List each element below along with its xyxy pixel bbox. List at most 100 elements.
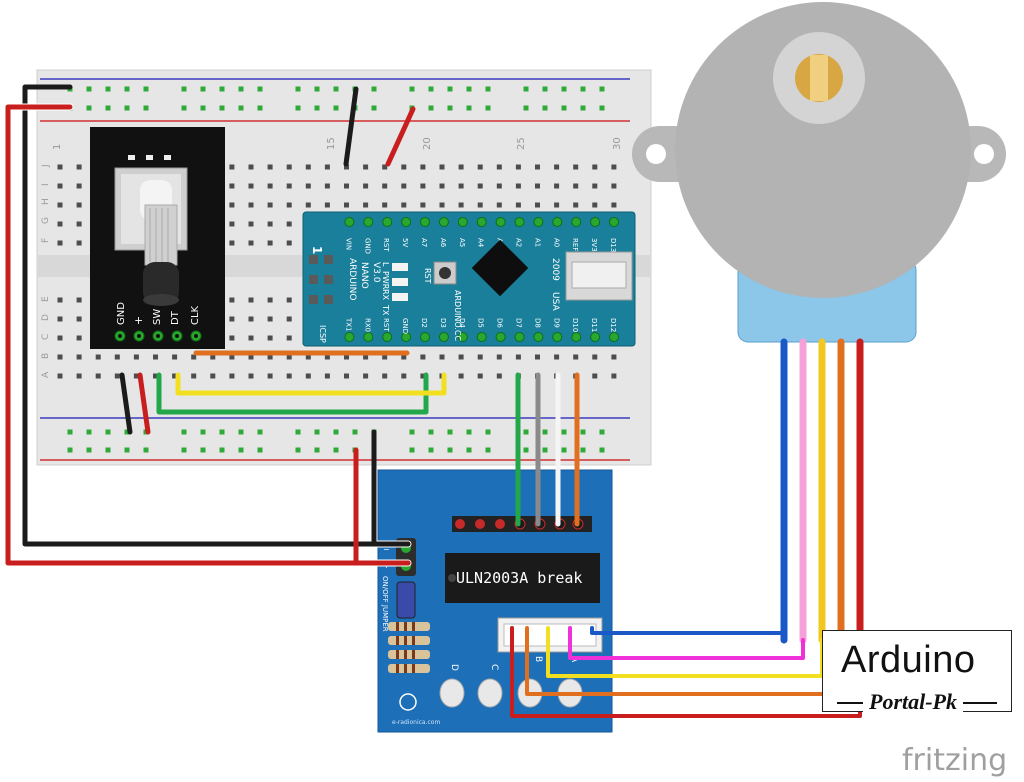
breadboard-hole (477, 354, 483, 360)
breadboard-hole (267, 202, 273, 208)
rail-hole (181, 86, 187, 92)
breadboard-hole (248, 183, 254, 189)
breadboard-hole (305, 164, 311, 170)
breadboard-hole (76, 202, 82, 208)
nano-pin-label: VIN (344, 238, 352, 250)
bb-row-e: E (41, 296, 51, 302)
breadboard-hole (515, 164, 521, 170)
rail-hole (580, 105, 586, 111)
rail-hole (580, 86, 586, 92)
rail-hole (67, 429, 73, 435)
breadboard-hole (248, 164, 254, 170)
nano-pin-label: D13 (609, 238, 617, 252)
breadboard-hole (305, 202, 311, 208)
nano-usa: USA (550, 292, 560, 311)
nano-pin (476, 332, 487, 342)
breadboard-hole (496, 202, 502, 208)
nano-icsp-label: ICSP (318, 325, 327, 343)
breadboard-hole (363, 202, 369, 208)
rail-hole (352, 429, 358, 435)
breadboard-hole (363, 354, 369, 360)
breadboard-hole (267, 240, 273, 246)
rail-hole (466, 105, 472, 111)
breadboard-hole (267, 373, 273, 379)
nano-pin (514, 217, 525, 227)
rail-hole (314, 86, 320, 92)
arduino-nano: D133V3REFA0A1A2A3A4A5A6A75VRSTGNDVIN D12… (302, 211, 636, 347)
nano-pin-label: D4 (458, 318, 466, 328)
nano-pin-label: D8 (533, 318, 541, 328)
rail-hole (580, 447, 586, 453)
uln2003-chip-label: ULN2003A break (456, 569, 582, 587)
breadboard-hole (305, 354, 311, 360)
breadboard-hole (535, 183, 540, 189)
rail-hole (124, 447, 130, 453)
breadboard-hole (133, 354, 139, 360)
breadboard-hole (439, 202, 445, 208)
breadboard-hole (76, 221, 82, 227)
breadboard-hole (286, 373, 292, 379)
rail-hole (599, 429, 605, 435)
nano-pin (514, 332, 525, 342)
rail-hole (580, 429, 586, 435)
nano-pin (571, 332, 582, 342)
breadboard-hole (573, 164, 579, 170)
breadboard-hole (477, 202, 483, 208)
driver-led-c-label: C (489, 664, 499, 670)
breadboard-hole (248, 240, 254, 246)
breadboard-hole (76, 354, 82, 360)
breadboard-hole (248, 221, 254, 227)
rail-hole (219, 429, 225, 435)
breadboard-hole (95, 373, 101, 379)
bb-col-1: 1 (52, 144, 63, 150)
breadboard-hole (401, 202, 407, 208)
breadboard-hole (95, 354, 101, 360)
breadboard-hole (515, 202, 521, 208)
breadboard-hole (191, 373, 197, 379)
bb-col-20: 20 (422, 137, 433, 150)
breadboard-hole (344, 202, 349, 208)
nano-pin (552, 332, 563, 342)
nano-site: ARDUINO.CC (453, 290, 462, 341)
breadboard-hole (515, 183, 521, 189)
breadboard-hole (382, 183, 388, 189)
breadboard-hole (477, 183, 483, 189)
breadboard-hole (611, 164, 617, 170)
nano-pin-label: A2 (515, 238, 523, 247)
breadboard-hole (229, 183, 235, 189)
rail-hole (599, 447, 605, 453)
rail-hole (561, 105, 567, 111)
rail-hole (105, 429, 111, 435)
breadboard-hole (611, 354, 617, 360)
rail-hole (371, 105, 377, 111)
rail-hole (124, 429, 130, 435)
rail-hole (143, 105, 149, 111)
breadboard-hole (496, 373, 502, 379)
nano-one-label: 1 (310, 246, 324, 254)
rail-hole (428, 105, 434, 111)
breadboard-hole (76, 316, 82, 322)
rail-hole (238, 447, 244, 453)
nano-pin-label: 3V3 (590, 238, 598, 252)
rail-hole (124, 86, 130, 92)
rail-hole (200, 447, 206, 453)
breadboard-hole (305, 373, 311, 379)
breadboard-hole (420, 164, 426, 170)
rail-hole (181, 105, 187, 111)
breadboard-hole (267, 164, 273, 170)
nano-pin (382, 332, 393, 342)
breadboard-hole (191, 354, 197, 360)
breadboard-hole (248, 354, 254, 360)
breadboard-hole (611, 373, 617, 379)
rail-hole (542, 429, 548, 435)
nano-pin-label: A1 (533, 238, 541, 247)
breadboard-hole (458, 373, 464, 379)
rail-hole (542, 105, 548, 111)
nano-pin-label: A5 (458, 238, 466, 247)
rail-hole (409, 429, 415, 435)
nano-name: ARDUINO (347, 258, 357, 300)
breadboard-hole (57, 335, 63, 341)
breadboard-hole (573, 183, 579, 189)
nano-pin-label: D2 (420, 318, 428, 328)
breadboard-hole (133, 373, 139, 379)
